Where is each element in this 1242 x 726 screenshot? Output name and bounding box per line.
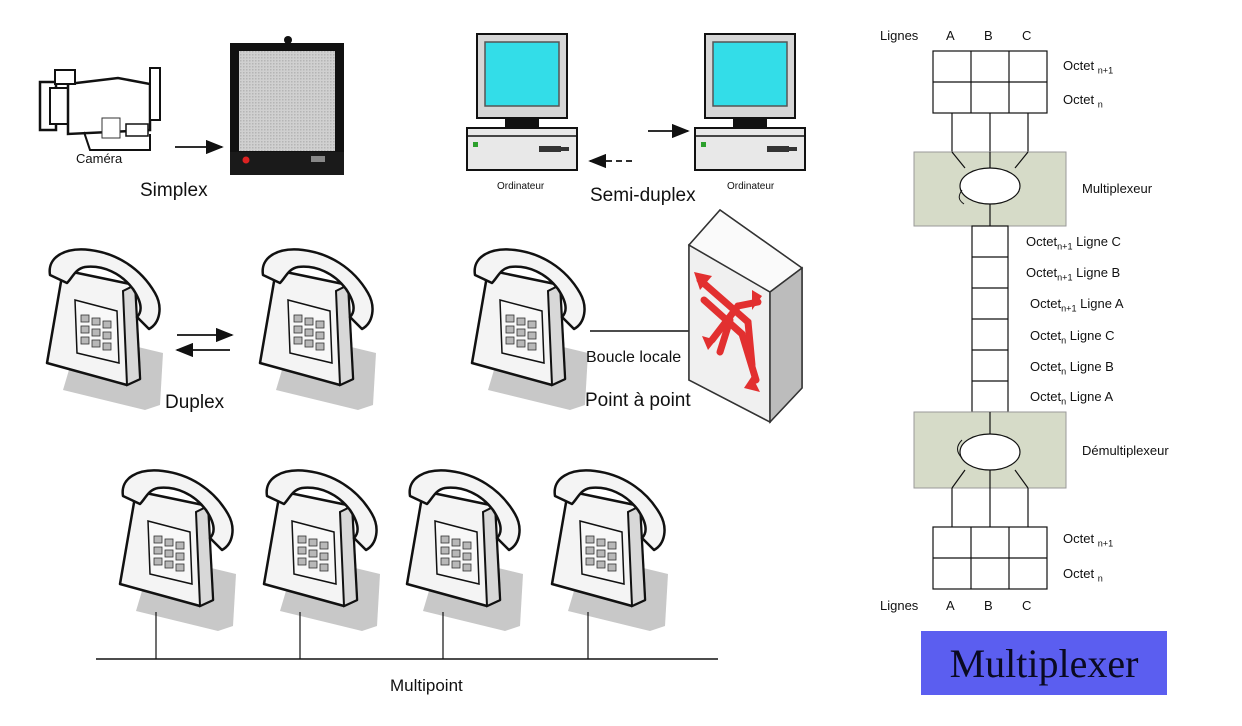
computer-label-1: Ordinateur	[497, 181, 545, 192]
bottom-frame-row1-label: Octet n+1	[1063, 531, 1114, 549]
camera-label: Caméra	[76, 151, 123, 166]
stream-label-1: Octetn+1 Ligne C	[1026, 234, 1121, 252]
stream-label-4: Octetn Ligne C	[1030, 328, 1115, 346]
bus-drops	[155, 612, 589, 659]
computer-icon	[466, 33, 578, 171]
telephone-icon	[258, 248, 378, 412]
telephone-icon	[262, 469, 382, 633]
stream-label-3: Octetn+1 Ligne A	[1030, 296, 1124, 314]
top-frame-row1-label: Octet n+1	[1063, 58, 1114, 76]
banner-text: Multiplexer	[949, 640, 1139, 686]
stream-column	[971, 225, 1009, 413]
top-lines-label: Lignes	[880, 28, 919, 43]
bottom-col-b: B	[984, 598, 993, 613]
telephone-icon	[45, 248, 165, 412]
multiplexer-icon	[913, 151, 1067, 227]
multiplexer-label: Multiplexeur	[1082, 181, 1153, 196]
bottom-lines	[951, 488, 1029, 527]
local-loop-label: Boucle locale	[586, 349, 682, 366]
stream-label-6: Octetn Ligne A	[1030, 389, 1114, 407]
bottom-lines-label: Lignes	[880, 598, 919, 613]
bottom-col-a: A	[946, 598, 955, 613]
demultiplexer-label: Démultiplexeur	[1082, 443, 1169, 458]
top-col-c: C	[1022, 28, 1032, 43]
demultiplexer-icon	[913, 411, 1067, 489]
semi-duplex-label: Semi-duplex	[590, 185, 696, 206]
top-col-a: A	[946, 28, 955, 43]
camera-icon	[38, 67, 161, 151]
duplex-label: Duplex	[165, 392, 225, 413]
television-icon	[230, 36, 344, 175]
multiplexer-banner: Multiplexer	[921, 631, 1167, 695]
top-lines	[951, 113, 1029, 152]
computer-icon	[694, 33, 806, 171]
bottom-frame-row2-label: Octet n	[1063, 566, 1103, 584]
simplex-label: Simplex	[140, 180, 208, 201]
stream-label-2: Octetn+1 Ligne B	[1026, 265, 1121, 283]
telephone-icon	[118, 469, 238, 633]
telephone-icon	[550, 469, 670, 633]
multipoint-label: Multipoint	[390, 676, 463, 695]
stream-label-5: Octetn Ligne B	[1030, 359, 1114, 377]
bottom-col-c: C	[1022, 598, 1032, 613]
computer-label-2: Ordinateur	[727, 181, 775, 192]
top-col-b: B	[984, 28, 993, 43]
top-frame-grid	[932, 50, 1048, 114]
point-to-point-label: Point à point	[585, 390, 691, 411]
telephone-icon	[405, 469, 525, 633]
telephone-icon	[470, 248, 590, 412]
bottom-frame-grid	[932, 526, 1048, 590]
top-frame-row2-label: Octet n	[1063, 92, 1103, 110]
router-icon	[687, 208, 804, 424]
